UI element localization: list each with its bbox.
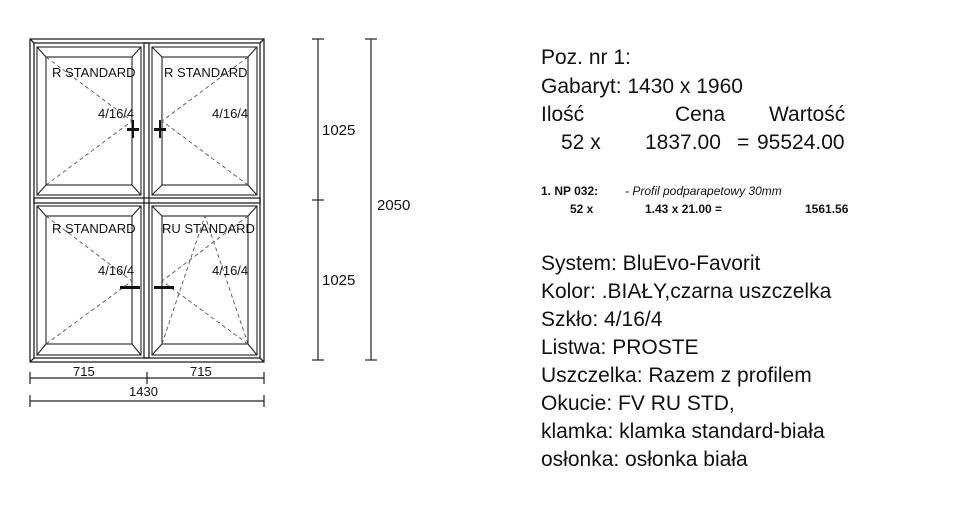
sash-top-left bbox=[36, 46, 142, 196]
extra-item-desc: - Profil podparapetowy 30mm bbox=[625, 184, 782, 198]
equals-sign: = bbox=[737, 131, 750, 154]
height-total-label: 2050 bbox=[377, 197, 410, 214]
sash-label: RU STANDARD bbox=[162, 221, 255, 236]
uszczelka: Uszczelka: Razem z profilem bbox=[541, 364, 812, 387]
extra-item-qty: 52 x bbox=[570, 202, 594, 216]
oslonka: osłonka: osłonka biała bbox=[541, 448, 748, 471]
handle-icon bbox=[154, 286, 174, 289]
height-bottom-label: 1025 bbox=[322, 272, 355, 289]
klamka: klamka: klamka standard-biała bbox=[541, 420, 825, 443]
sash-label: R STANDARD bbox=[164, 65, 248, 80]
sash-label: R STANDARD bbox=[52, 65, 136, 80]
sash-bottom-left bbox=[36, 205, 142, 356]
extra-item-code: 1. NP 032: bbox=[541, 184, 599, 198]
glass-label: 4/16/4 bbox=[212, 106, 248, 121]
width-right-label: 715 bbox=[190, 364, 212, 379]
szklo: Szkło: 4/16/4 bbox=[541, 308, 663, 331]
col-price-header: Cena bbox=[675, 103, 726, 126]
extra-item-value: 1561.56 bbox=[805, 202, 849, 216]
sash-bottom-right bbox=[151, 205, 258, 356]
window-frame bbox=[29, 38, 265, 363]
listwa: Listwa: PROSTE bbox=[541, 336, 699, 359]
width-left-label: 715 bbox=[73, 364, 95, 379]
sash-top-right bbox=[151, 46, 258, 196]
glass-label: 4/16/4 bbox=[98, 106, 134, 121]
col-qty-header: Ilość bbox=[541, 103, 585, 126]
height-dimensions bbox=[312, 38, 377, 361]
position-number: Poz. nr 1: bbox=[541, 46, 631, 69]
sash-label: R STANDARD bbox=[52, 221, 136, 236]
kolor: Kolor: .BIAŁY,czarna uszczelka bbox=[541, 280, 832, 303]
system: System: BluEvo-Favorit bbox=[541, 252, 761, 275]
qty-value: 52 x bbox=[561, 131, 601, 154]
width-total-label: 1430 bbox=[129, 384, 158, 399]
okucie: Okucie: FV RU STD, bbox=[541, 392, 735, 415]
glass-label: 4/16/4 bbox=[98, 263, 134, 278]
height-top-label: 1025 bbox=[322, 122, 355, 139]
price-value: 1837.00 bbox=[645, 131, 721, 154]
gabaryt: Gabaryt: 1430 x 1960 bbox=[541, 75, 743, 98]
extra-item-calc: 1.43 x 21.00 = bbox=[645, 202, 723, 216]
glass-label: 4/16/4 bbox=[212, 263, 248, 278]
width-dimensions bbox=[29, 372, 265, 407]
col-value-header: Wartość bbox=[769, 103, 846, 126]
handle-icon bbox=[120, 286, 140, 289]
total-value: 95524.00 bbox=[757, 131, 845, 154]
